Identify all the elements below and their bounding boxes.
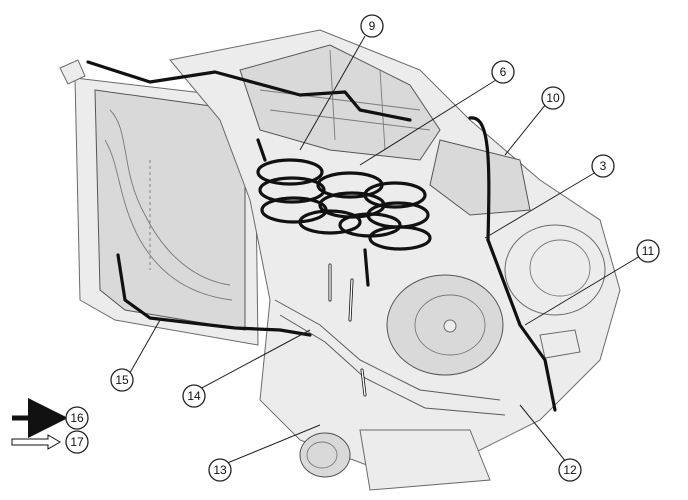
legend-hollow-arrow xyxy=(11,434,61,450)
callout-15: 15 xyxy=(110,368,134,392)
callout-12: 12 xyxy=(558,458,582,482)
svg-text:15: 15 xyxy=(115,373,129,387)
callout-14: 14 xyxy=(182,384,206,408)
svg-text:9: 9 xyxy=(369,19,376,33)
legend xyxy=(11,398,68,450)
leader-lines xyxy=(126,35,641,465)
svg-text:10: 10 xyxy=(546,91,560,105)
svg-text:14: 14 xyxy=(187,389,201,403)
cylinder-coolant-jackets xyxy=(256,158,432,251)
svg-text:13: 13 xyxy=(213,463,227,477)
svg-text:12: 12 xyxy=(563,463,577,477)
svg-text:16: 16 xyxy=(70,411,84,425)
hot-coolant-flow xyxy=(86,60,557,416)
callout-9: 9 xyxy=(360,14,384,38)
svg-text:17: 17 xyxy=(70,435,84,449)
cold-coolant-flow xyxy=(328,263,367,397)
svg-text:6: 6 xyxy=(500,65,507,79)
callouts: 9 6 10 3 11 15 14 13 xyxy=(65,14,660,482)
callout-6: 6 xyxy=(491,60,515,84)
svg-text:3: 3 xyxy=(600,159,607,173)
svg-text:11: 11 xyxy=(642,244,655,258)
callout-11: 11 xyxy=(636,239,660,263)
callout-16: 16 xyxy=(65,406,89,430)
callout-10: 10 xyxy=(541,86,565,110)
callout-3: 3 xyxy=(591,154,615,178)
callout-13: 13 xyxy=(208,458,232,482)
callout-17: 17 xyxy=(65,430,89,454)
